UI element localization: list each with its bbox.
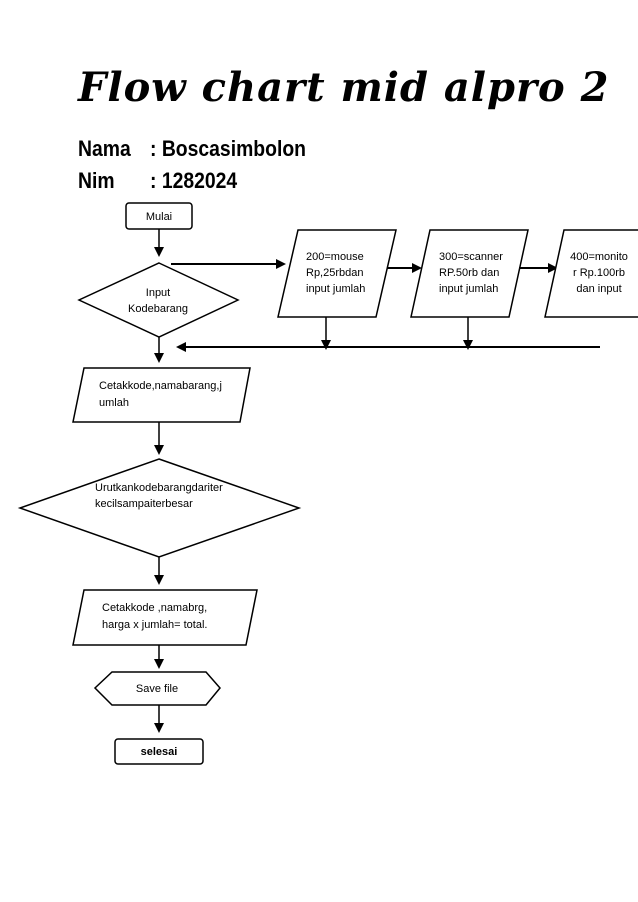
option-scanner-line-1: 300=scanner: [439, 251, 503, 263]
input-decision: Input Kodebarang: [77, 262, 240, 338]
option-scanner: 300=scanner RP.50rb dan input jumlah: [410, 229, 529, 318]
option-mouse-line-1: 200=mouse: [306, 251, 364, 263]
print-items-line-1: Cetakkode,namabarang,j: [99, 380, 222, 392]
option-scanner-line-2: RP.50rb dan: [439, 267, 499, 279]
option-monitor-line-2: r Rp.100rb: [573, 267, 625, 279]
nim-value: : 1282024: [150, 168, 238, 193]
print-items-line-2: umlah: [99, 397, 129, 409]
name-value: : Boscasimbolon: [150, 136, 306, 161]
print-total-line-2: harga x jumlah= total.: [102, 619, 207, 631]
option-monitor-line-1: 400=monito: [570, 251, 628, 263]
end-terminal: selesai: [114, 738, 204, 765]
option-monitor: 400=monito r Rp.100rb dan input: [544, 229, 638, 318]
start-terminal: Mulai: [125, 202, 193, 230]
option-mouse: 200=mouse Rp,25rbdan input jumlah: [277, 229, 397, 318]
sort-decision: Urutkankodebarangdariter kecilsampaiterb…: [17, 458, 302, 558]
option-monitor-line-3: dan input: [576, 283, 621, 295]
start-label: Mulai: [146, 211, 172, 223]
sort-line-1: Urutkankodebarangdariter: [95, 482, 223, 494]
option-scanner-line-3: input jumlah: [439, 283, 498, 295]
option-mouse-line-2: Rp,25rbdan: [306, 267, 364, 279]
save-file-box: Save file: [93, 671, 221, 706]
nim-label: Nim: [78, 168, 115, 193]
end-label: selesai: [141, 746, 178, 758]
print-items-box: Cetakkode,namabarang,j umlah: [72, 367, 251, 423]
save-label: Save file: [136, 683, 178, 695]
input-label-line-2: Kodebarang: [128, 303, 188, 315]
print-total-line-1: Cetakkode ,namabrg,: [102, 602, 207, 614]
page-title: Flow chart mid alpro 2: [78, 64, 610, 111]
sort-line-2: kecilsampaiterbesar: [95, 498, 193, 510]
option-mouse-line-3: input jumlah: [306, 283, 365, 295]
input-label-line-1: Input: [146, 287, 170, 299]
name-label: Nama: [78, 136, 131, 161]
print-total-box: Cetakkode ,namabrg, harga x jumlah= tota…: [72, 589, 258, 646]
